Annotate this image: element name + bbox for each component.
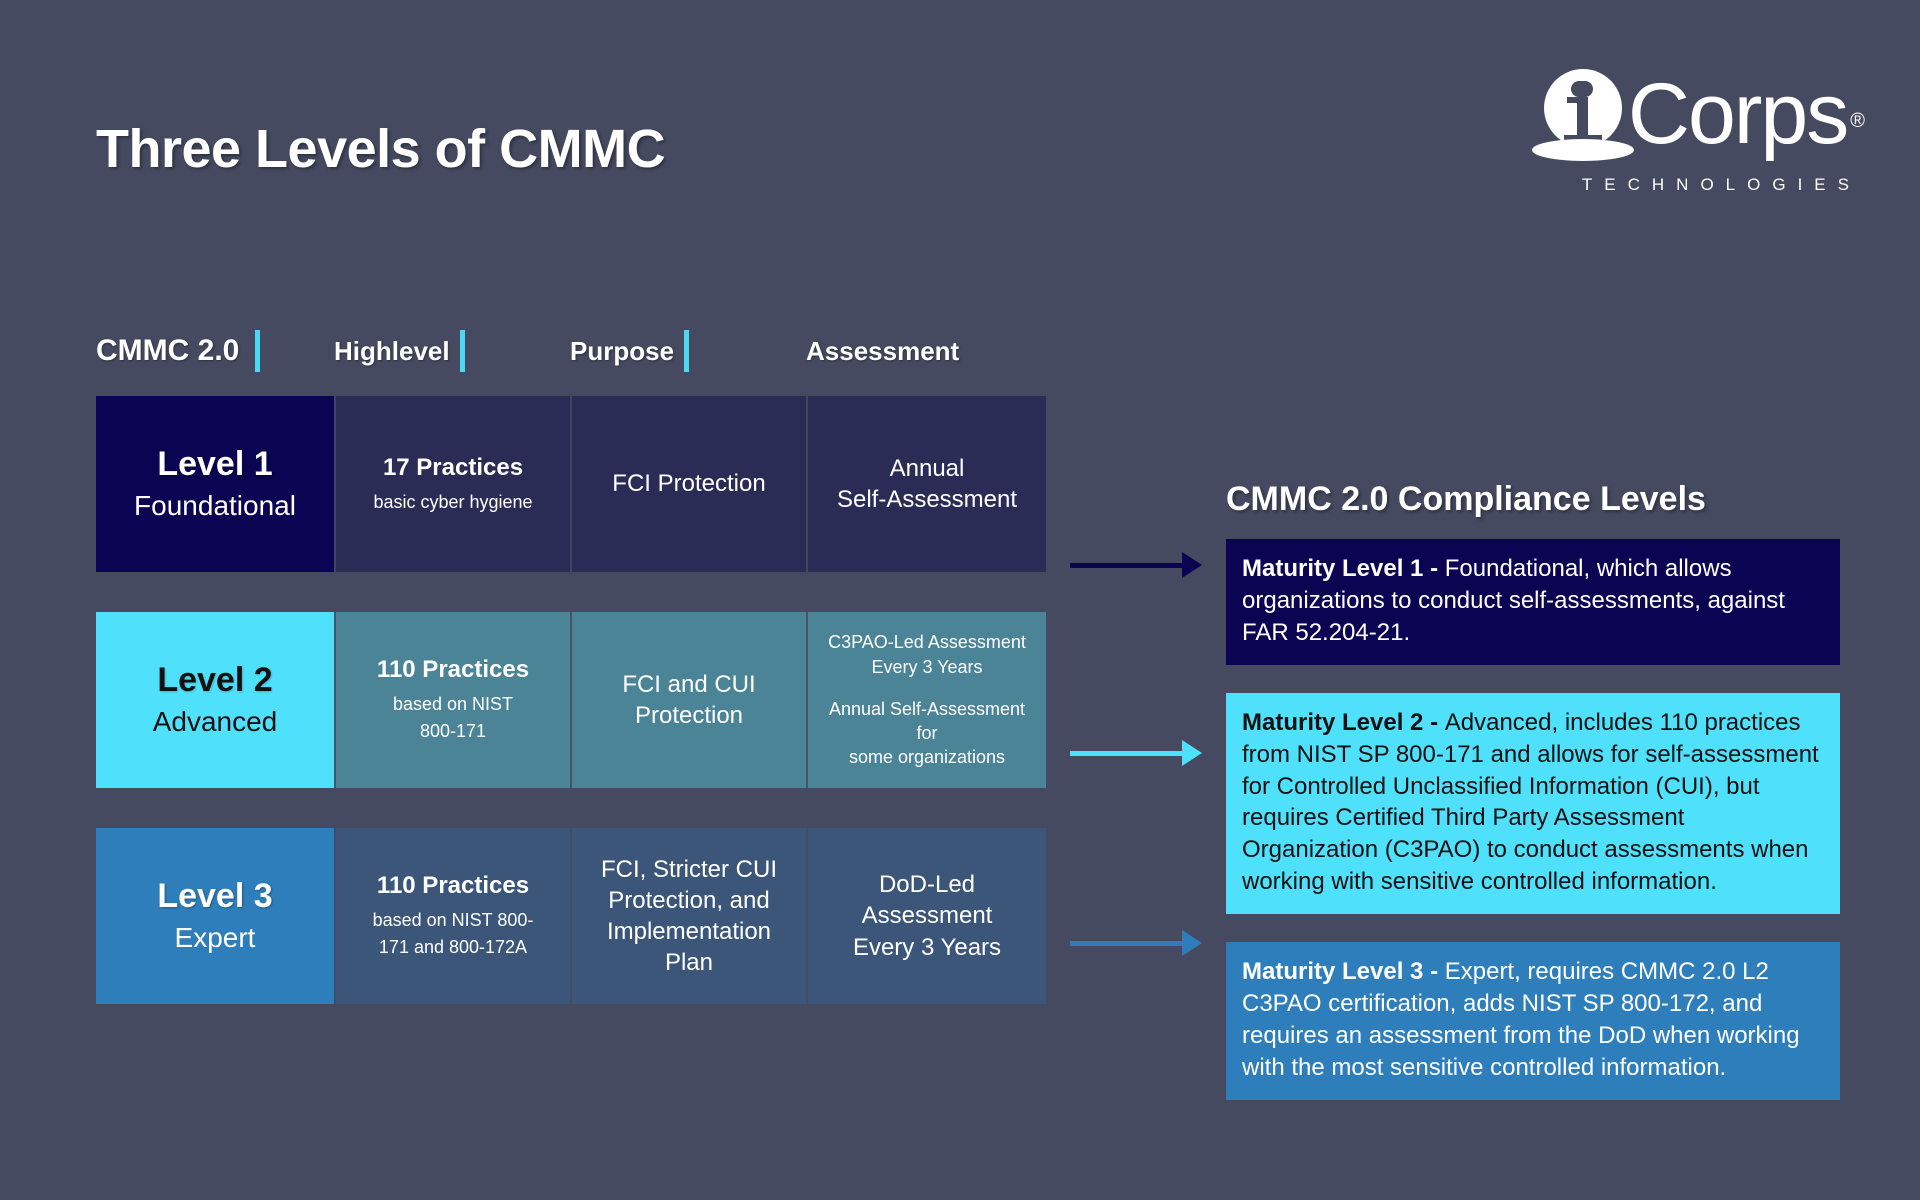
level-accent-cell: Level 3 Expert xyxy=(96,828,334,1004)
practices-count: 110 Practices xyxy=(376,656,530,683)
page-title: Three Levels of CMMC xyxy=(96,119,666,179)
level-descriptor: Advanced xyxy=(152,706,278,738)
level-accent-cell: Level 1 Foundational xyxy=(96,396,334,572)
divider-bar xyxy=(255,330,261,372)
panel-title: CMMC 2.0 Compliance Levels xyxy=(1226,480,1706,518)
maturity-label: Maturity Level 2 - xyxy=(1242,708,1445,736)
level-practices-cell: 110 Practices based on NIST 800-171 and … xyxy=(334,828,570,1004)
table-column-headers: CMMC 2.0 Highlevel Purpose Assessment xyxy=(96,322,1046,380)
column-header-label: Highlevel xyxy=(334,335,450,366)
level-descriptor: Expert xyxy=(174,922,256,954)
connector-arrow-level-2 xyxy=(1070,740,1202,766)
level-title: Level 3 xyxy=(157,876,273,915)
maturity-body: Foundational, which allows organizations… xyxy=(1242,555,1785,646)
maturity-body: Expert, requires CMMC 2.0 L2 C3PAO certi… xyxy=(1242,958,1800,1081)
practices-count: 17 Practices xyxy=(382,453,524,481)
column-header-highlevel: Highlevel xyxy=(334,330,570,372)
maturity-label: Maturity Level 1 - xyxy=(1242,555,1445,582)
level-descriptor: Foundational xyxy=(134,490,296,522)
maturity-body: Advanced, includes 110 practices from NI… xyxy=(1242,708,1819,896)
level-title: Level 1 xyxy=(157,444,273,483)
level-title: Level 2 xyxy=(157,660,273,699)
practices-count: 110 Practices xyxy=(376,872,530,899)
level-practices-cell: 17 Practices basic cyber hygiene xyxy=(334,396,570,572)
divider-bar xyxy=(459,330,465,372)
column-header-assessment: Assessment xyxy=(806,336,1046,367)
level-purpose-cell: FCI Protection xyxy=(570,396,806,572)
practices-note: basic cyber hygiene xyxy=(373,491,533,512)
compliance-levels-panel: CMMC 2.0 Compliance Levels Maturity Leve… xyxy=(1226,480,1840,1128)
maturity-label: Maturity Level 3 - xyxy=(1242,958,1445,986)
purpose-text: FCI Protection xyxy=(612,470,766,498)
column-header-label: CMMC 2.0 xyxy=(96,334,240,367)
column-header-purpose: Purpose xyxy=(570,330,806,372)
maturity-level-2-box: Maturity Level 2 - Advanced, includes 11… xyxy=(1226,692,1840,915)
registered-trademark-icon: ® xyxy=(1850,109,1865,132)
practices-note: based on NIST 800-171 and 800-172A xyxy=(372,910,534,957)
logo-tagline: TECHNOLOGIES xyxy=(1581,175,1861,194)
level-accent-cell: Level 2 Advanced xyxy=(96,612,334,788)
i-circle-icon xyxy=(1531,68,1634,161)
connector-arrow-level-1 xyxy=(1070,552,1202,578)
table-row: Level 2 Advanced 110 Practices based on … xyxy=(96,612,1046,788)
logo-wordmark: Corps xyxy=(1627,65,1849,162)
column-header-label: Purpose xyxy=(570,335,675,366)
column-header-cmmc: CMMC 2.0 xyxy=(96,330,334,372)
divider-bar xyxy=(684,330,690,372)
table-row: Level 3 Expert 110 Practices based on NI… xyxy=(96,828,1046,1004)
maturity-level-1-box: Maturity Level 1 - Foundational, which a… xyxy=(1226,539,1840,665)
maturity-level-3-box: Maturity Level 3 - Expert, requires CMMC… xyxy=(1226,942,1840,1100)
cmmc-levels-table: CMMC 2.0 Highlevel Purpose Assessment Le… xyxy=(96,322,1046,1044)
column-header-label: Assessment xyxy=(806,335,960,366)
table-row: Level 1 Foundational 17 Practices basic … xyxy=(96,396,1046,572)
connector-arrow-level-3 xyxy=(1070,930,1202,956)
icorps-logo: Corps ® TECHNOLOGIES xyxy=(1435,62,1865,222)
